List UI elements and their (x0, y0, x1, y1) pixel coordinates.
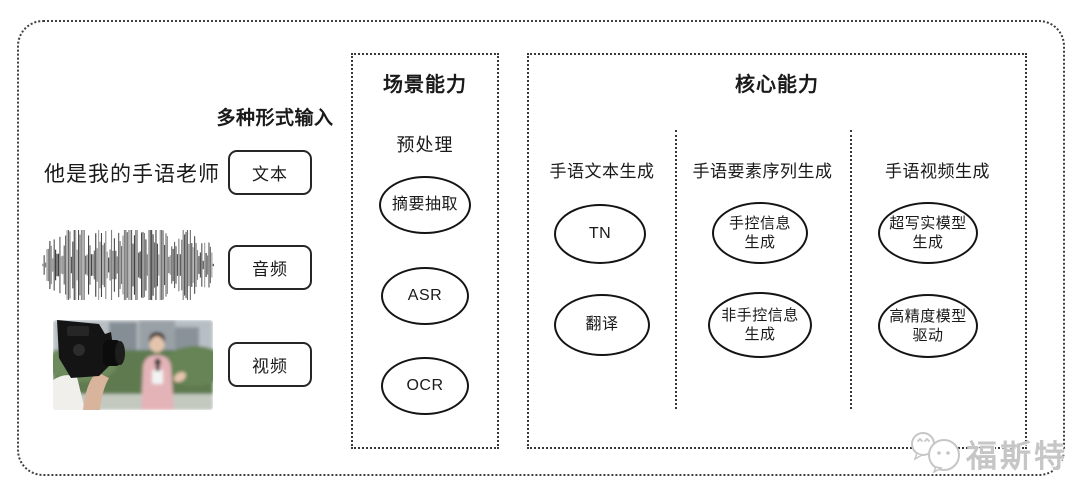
core-capability-box: 核心能力 手语文本生成 手语要素序列生成 手语视频生成 TN 翻译 手控信息生成… (527, 53, 1027, 449)
node-tn: TN (554, 204, 646, 264)
column-header-sl-text: 手语文本生成 (549, 162, 655, 181)
outer-dotted-frame (17, 20, 1065, 476)
column-header-sl-element-seq: 手语要素序列生成 (692, 162, 833, 181)
node-asr: ASR (381, 267, 469, 325)
node-hyperrealistic-model-generation: 超写实模型生成 (878, 202, 978, 264)
input-section-heading: 多种形式输入 (216, 108, 334, 129)
node-high-precision-model-driving: 高精度模型驱动 (878, 294, 978, 358)
audio-waveform-icon (42, 230, 214, 300)
column-divider (675, 130, 677, 409)
input-type-box-audio: 音频 (228, 245, 312, 290)
column-header-sl-video: 手语视频生成 (885, 162, 990, 181)
input-type-label: 音频 (252, 260, 288, 279)
input-type-label: 视频 (252, 357, 288, 376)
sample-text-sentence: 他是我的手语老师 (44, 163, 220, 186)
watermark-text: 福斯特 (966, 439, 1068, 474)
node-summary-extraction: 摘要抽取 (379, 176, 471, 234)
node-non-manual-info-generation: 非手控信息生成 (708, 292, 812, 358)
scene-capability-box: 场景能力 预处理 摘要抽取 ASR OCR (351, 53, 499, 449)
chat-bubbles-logo-icon (911, 432, 960, 473)
column-divider (850, 130, 852, 409)
core-box-title: 核心能力 (735, 74, 819, 96)
node-translation: 翻译 (554, 294, 650, 356)
node-ocr: OCR (381, 357, 469, 415)
scene-box-title: 场景能力 (383, 74, 467, 96)
input-type-label: 文本 (252, 165, 288, 184)
input-type-box-text: 文本 (228, 150, 312, 195)
node-manual-info-generation: 手控信息生成 (712, 202, 808, 264)
input-type-box-video: 视频 (228, 342, 312, 387)
camera-operator-foreground (53, 320, 125, 410)
preprocess-label: 预处理 (396, 135, 454, 155)
video-thumbnail (53, 320, 213, 410)
